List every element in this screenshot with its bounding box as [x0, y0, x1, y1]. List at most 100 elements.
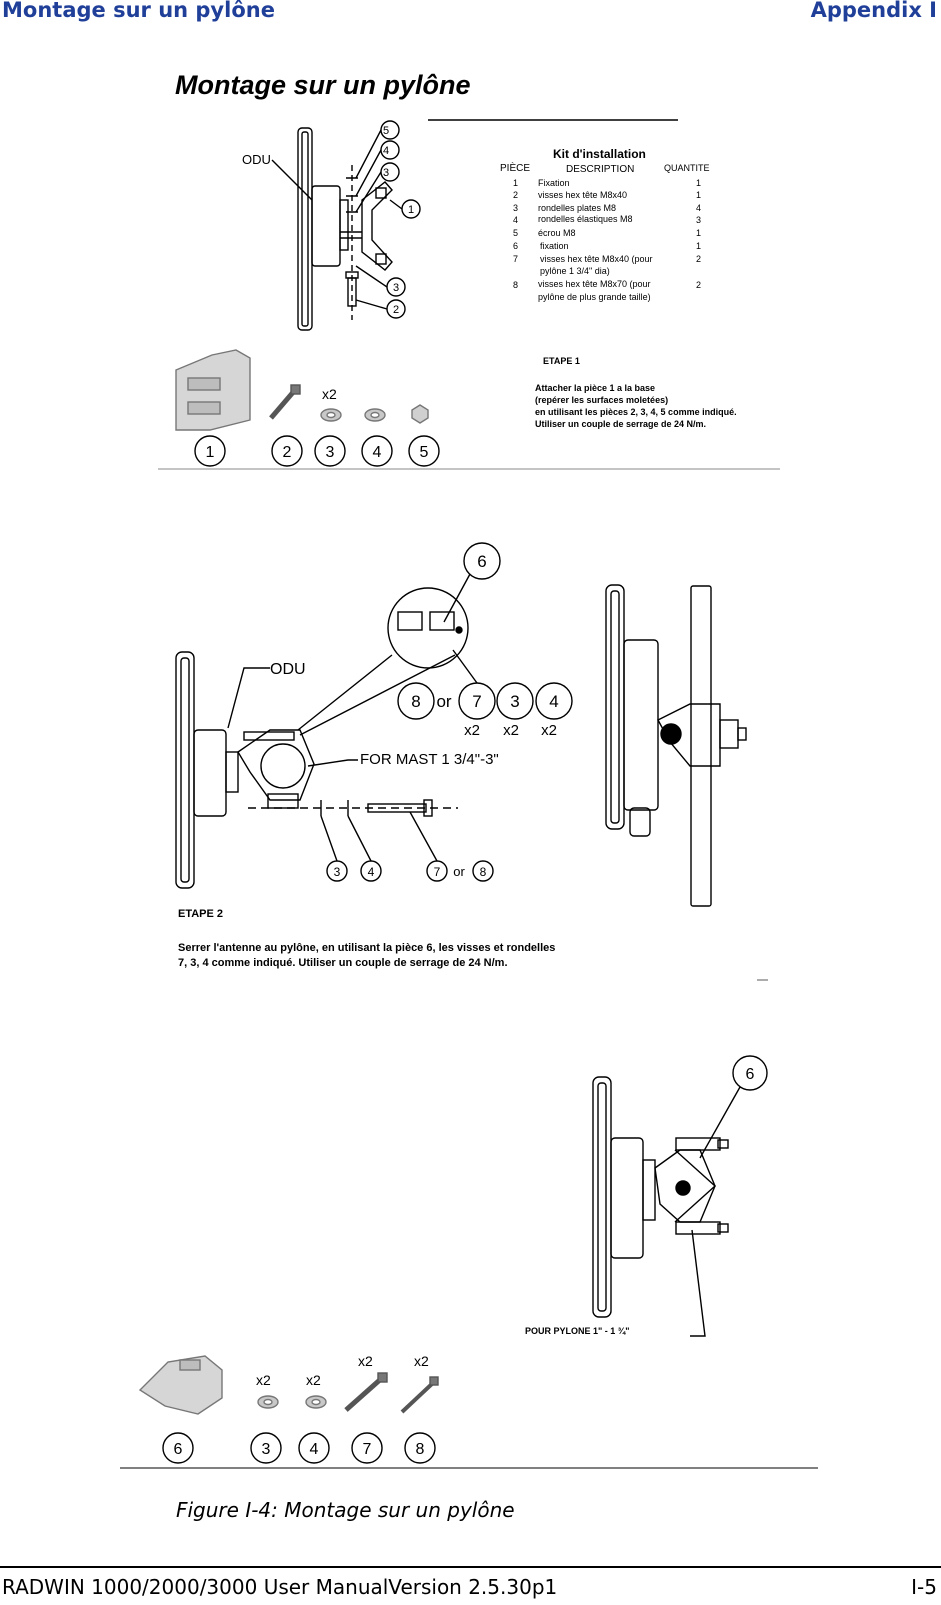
header-chapter-title: Montage sur un pylône — [2, 0, 275, 22]
part-number: 5 — [420, 444, 429, 461]
callout-number: 8 — [480, 865, 487, 879]
kit-row-qty: 2 — [696, 280, 701, 290]
part-number: 8 — [411, 692, 420, 711]
kit-row-number: 2 — [513, 190, 518, 200]
callout-number: 3 — [383, 167, 389, 179]
callout-number: 3 — [393, 282, 399, 294]
kit-row-number: 5 — [513, 228, 518, 238]
figure-caption: Figure I-4: Montage sur un pylône — [176, 1498, 515, 1522]
step2-line: 7, 3, 4 comme indiqué. Utiliser un coupl… — [178, 957, 508, 969]
section-title: Montage sur un pylône — [175, 70, 471, 100]
odu-label: ODU — [242, 152, 271, 167]
part-8-bolt-image — [400, 1380, 436, 1414]
kit-col-piece: PIÈCE — [500, 161, 530, 174]
odu-panel-step2 — [175, 651, 195, 889]
callout-number: 4 — [383, 145, 389, 157]
kit-row-number: 3 — [513, 203, 518, 213]
quantity-x2-label: x2 — [503, 722, 519, 739]
part-5-nut-image — [411, 404, 429, 424]
footer-manual-version: RADWIN 1000/2000/3000 User ManualVersion… — [2, 1575, 558, 1599]
callout-6-step3: 6 — [746, 1066, 755, 1083]
part-number: 2 — [283, 444, 292, 461]
diagram-step1 — [271, 119, 678, 331]
part-number: 3 — [262, 1441, 271, 1458]
quantity-x2-label: x2 — [256, 1372, 271, 1388]
kit-col-description: DESCRIPTION — [566, 164, 634, 175]
step2-title: ETAPE 2 — [178, 908, 223, 920]
callout-number: 4 — [368, 865, 375, 879]
kit-row-desc: visses hex tête M8x70 (pour — [538, 279, 651, 289]
part-number: 1 — [206, 444, 215, 461]
quantity-x2-label: x2 — [541, 722, 557, 739]
odu-panel-assembled — [605, 584, 625, 830]
kit-row-desc: fixation — [540, 241, 569, 251]
clamp-part-6 — [237, 729, 315, 801]
or-label: or — [436, 692, 451, 711]
kit-row-qty: 4 — [696, 203, 701, 213]
callout-6: 6 — [477, 552, 486, 571]
quantity-x2-label: x2 — [414, 1353, 429, 1369]
kit-row-qty: 1 — [696, 190, 701, 200]
kit-row-number: 8 — [513, 280, 518, 290]
detail-magnifier — [387, 587, 469, 669]
kit-row-qty: 1 — [696, 241, 701, 251]
kit-row-desc: écrou M8 — [538, 228, 576, 238]
quantity-x2-label: x2 — [322, 386, 337, 402]
kit-title: Kit d'installation — [553, 147, 646, 161]
bracket-part-1 — [361, 181, 393, 271]
kit-row-number: 6 — [513, 241, 518, 251]
diagram-step3 — [592, 1055, 768, 1337]
step1-line: Utiliser un couple de serrage de 24 N/m. — [535, 419, 706, 429]
odu-label-step2: ODU — [270, 661, 306, 678]
step1-title: ETAPE 1 — [543, 356, 580, 366]
header-appendix-label: Appendix I — [810, 0, 937, 22]
part-number: 4 — [373, 444, 382, 461]
step2-line: Serrer l'antenne au pylône, en utilisant… — [178, 942, 555, 954]
kit-row-desc: visses hex tête M8x40 (pour — [540, 254, 653, 264]
callout-number: 3 — [334, 865, 341, 879]
odu-body-step2 — [193, 729, 227, 817]
part-number: 6 — [174, 1441, 183, 1458]
part-number: 4 — [549, 692, 558, 711]
part-number: 7 — [472, 692, 481, 711]
odu-body — [311, 185, 341, 267]
kit-row-desc: Fixation — [538, 178, 570, 188]
diagram-step2 — [175, 542, 768, 981]
mast-pole — [690, 585, 712, 907]
footer-rule — [0, 1566, 941, 1568]
mast-size-label: FOR MAST 1 3/4"-3" — [360, 751, 499, 768]
odu-panel-step3 — [592, 1076, 612, 1318]
callout-number: 7 — [434, 865, 441, 879]
quantity-x2-label: x2 — [464, 722, 480, 739]
part-number: 3 — [326, 444, 335, 461]
kit-row-qty: 2 — [696, 254, 701, 264]
kit-row-desc: rondelles plates M8 — [538, 203, 616, 213]
callout-number: 5 — [383, 125, 389, 137]
footer-page-number: I-5 — [911, 1575, 937, 1599]
kit-row-qty: 1 — [696, 228, 701, 238]
step1-line: en utilisant les pièces 2, 3, 4, 5 comme… — [535, 407, 737, 417]
kit-row-qty: 3 — [696, 215, 701, 225]
part-7-bolt-image — [344, 1376, 384, 1412]
kit-col-quantite: QUANTITE — [664, 163, 710, 173]
kit-row-qty: 1 — [696, 178, 701, 188]
pylon-size-label: POUR PYLONE 1" - 1 ¾" — [525, 1326, 630, 1336]
parts-row-step3 — [120, 1355, 818, 1469]
callout-number: 1 — [408, 204, 414, 216]
or-label: or — [453, 864, 465, 879]
part-number: 4 — [310, 1441, 319, 1458]
step1-line: (repérer les surfaces moletées) — [535, 395, 668, 405]
kit-row-number: 7 — [513, 254, 518, 264]
part-6-clamp-image — [138, 1355, 223, 1415]
kit-row-desc-cont: pylône 1 3/4" dia) — [540, 266, 610, 276]
odu-panel — [297, 127, 313, 331]
part-number: 8 — [416, 1441, 425, 1458]
callout-number: 2 — [393, 304, 399, 316]
kit-row-number: 1 — [513, 178, 518, 188]
quantity-x2-label: x2 — [358, 1353, 373, 1369]
part-number: 7 — [363, 1441, 372, 1458]
parts-row-step1 — [158, 349, 780, 470]
kit-row-desc: visses hex tête M8x40 — [538, 190, 627, 200]
kit-row-desc: rondelles élastiques M8 — [538, 214, 633, 224]
kit-row-desc-cont: pylône de plus grande taille) — [538, 292, 651, 302]
